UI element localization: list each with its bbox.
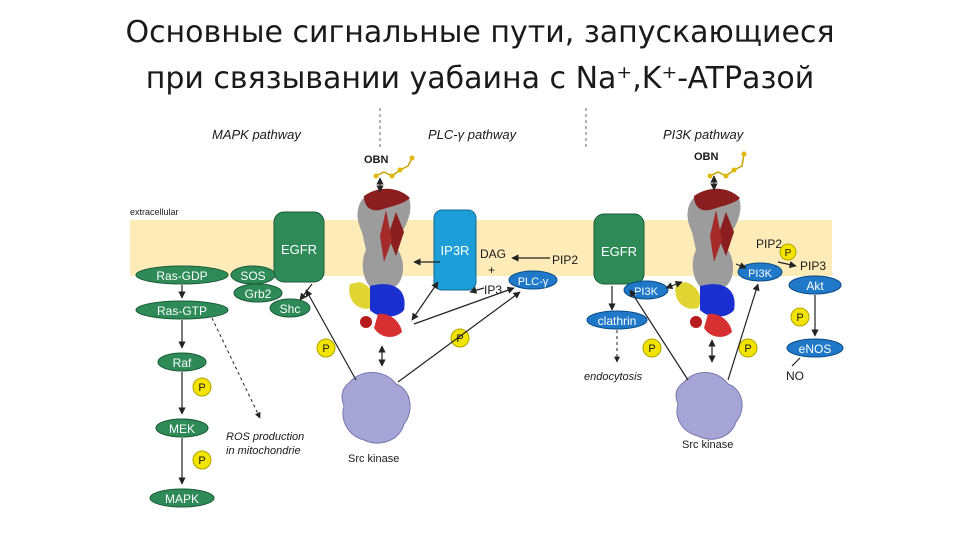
node-raf <box>157 352 207 372</box>
phospho-right-right-label: P <box>744 343 751 355</box>
arrow-atpase-to-ip3r <box>411 281 439 321</box>
akt-label: Akt <box>806 279 824 293</box>
node-clathrin <box>586 310 648 330</box>
phospho-right-left-label: P <box>648 343 655 355</box>
dag-label: DAG <box>480 247 506 261</box>
arrow-dashed-ros <box>211 317 261 419</box>
egfr-left-label: EGFR <box>281 242 317 257</box>
egfr-right-label: EGFR <box>601 244 637 259</box>
endocytosis-label: endocytosis <box>584 371 643 383</box>
node-mek <box>155 418 209 438</box>
node-shc <box>269 298 311 318</box>
arrow-atpase-to-pi3k-left <box>665 280 683 290</box>
phospho-pip2-label: P <box>785 248 792 259</box>
title-line-2: при связывании уабаина с Na⁺,K⁺-ATPазой <box>145 61 815 96</box>
title-line-1: Основные сигнальные пути, запускающиеся <box>125 15 835 50</box>
raf-label: Raf <box>173 356 192 370</box>
phospho-right-left <box>642 338 662 358</box>
mapk-label: MAPK <box>165 492 199 506</box>
arrow-enos-to-no <box>791 357 801 367</box>
phospho-raf-label: P <box>198 382 205 394</box>
header-mapk-pathway: MAPK pathway <box>212 127 302 142</box>
arrow-src-right-to-pi3k <box>727 283 760 381</box>
arrow-pip2-to-pip3 <box>777 261 797 269</box>
node-enos <box>786 338 844 358</box>
node-plc-gamma <box>508 270 558 290</box>
src-kinase-right <box>675 372 743 440</box>
na-k-atpase-right <box>675 188 741 337</box>
obn-label-left: OBN <box>364 154 389 166</box>
pip3-label: PIP3 <box>800 259 826 273</box>
pi3k-left-label: PI3K <box>634 286 659 298</box>
na-k-atpase-left <box>349 188 411 337</box>
phospho-egfr-left-label: P <box>322 343 329 355</box>
obn-label-right: OBN <box>694 151 719 163</box>
header-pi3k-pathway: PI3K pathway <box>663 127 745 142</box>
node-grb2 <box>233 283 283 303</box>
node-akt <box>788 275 842 295</box>
ros-label-line1: ROS production <box>226 431 304 443</box>
src-kinase-left <box>341 372 411 444</box>
shc-label: Shc <box>280 302 301 316</box>
node-ras-gtp <box>135 300 229 320</box>
arrow-src-to-plc <box>397 291 521 383</box>
mek-label: MEK <box>169 422 195 436</box>
src-kinase-right-label: Src kinase <box>682 439 733 451</box>
phospho-right-right <box>738 338 758 358</box>
sos-label: SOS <box>240 269 265 283</box>
clathrin-label: clathrin <box>598 314 637 328</box>
arrow-src-right-to-egfr <box>629 289 689 381</box>
src-kinase-left-label: Src kinase <box>348 453 399 465</box>
phospho-egfr-left <box>316 338 336 358</box>
node-ras-gdp <box>135 265 229 285</box>
plc-gamma-label: PLC-γ <box>518 276 549 288</box>
node-pi3k-right <box>737 262 783 282</box>
arrow-ip3-to-ip3r <box>469 286 485 294</box>
egfr-right <box>593 213 645 285</box>
node-mapk <box>149 488 215 508</box>
header-plc-pathway: PLC-γ pathway <box>428 127 518 142</box>
pip2-label-left: PIP2 <box>552 253 578 267</box>
no-label: NO <box>786 369 804 383</box>
ip3r-channel <box>433 209 477 291</box>
phospho-raf <box>192 377 212 397</box>
ras-gdp-label: Ras-GDP <box>156 269 207 283</box>
ip3r-label: IP3R <box>441 243 470 258</box>
phospho-mek <box>192 450 212 470</box>
ros-label-line2: in mitochondrie <box>226 445 301 457</box>
arrow-atpase-to-plc <box>413 286 515 325</box>
pip2-label-right: PIP2 <box>756 237 782 251</box>
arrow-src-to-egfr <box>305 289 357 381</box>
enos-label: eNOS <box>799 342 832 356</box>
plus-label: + <box>488 263 495 277</box>
arrow-egfr-to-shc <box>299 283 313 301</box>
phospho-mek-label: P <box>198 455 205 467</box>
extracellular-label: extracellular <box>130 207 179 217</box>
phospho-plc-left-label: P <box>456 333 463 345</box>
slide-title: Основные сигнальные пути, запускающиеся … <box>0 10 960 102</box>
phospho-akt-label: P <box>796 312 803 324</box>
grb2-label: Grb2 <box>245 287 272 301</box>
ras-gtp-label: Ras-GTP <box>157 304 207 318</box>
arrow-atpase-to-pi3k-right <box>735 262 747 269</box>
pi3k-right-label: PI3K <box>748 268 773 280</box>
egfr-left <box>273 211 325 283</box>
obn-molecule-left <box>373 155 415 179</box>
phospho-pip2 <box>779 243 797 261</box>
phospho-akt <box>790 307 810 327</box>
